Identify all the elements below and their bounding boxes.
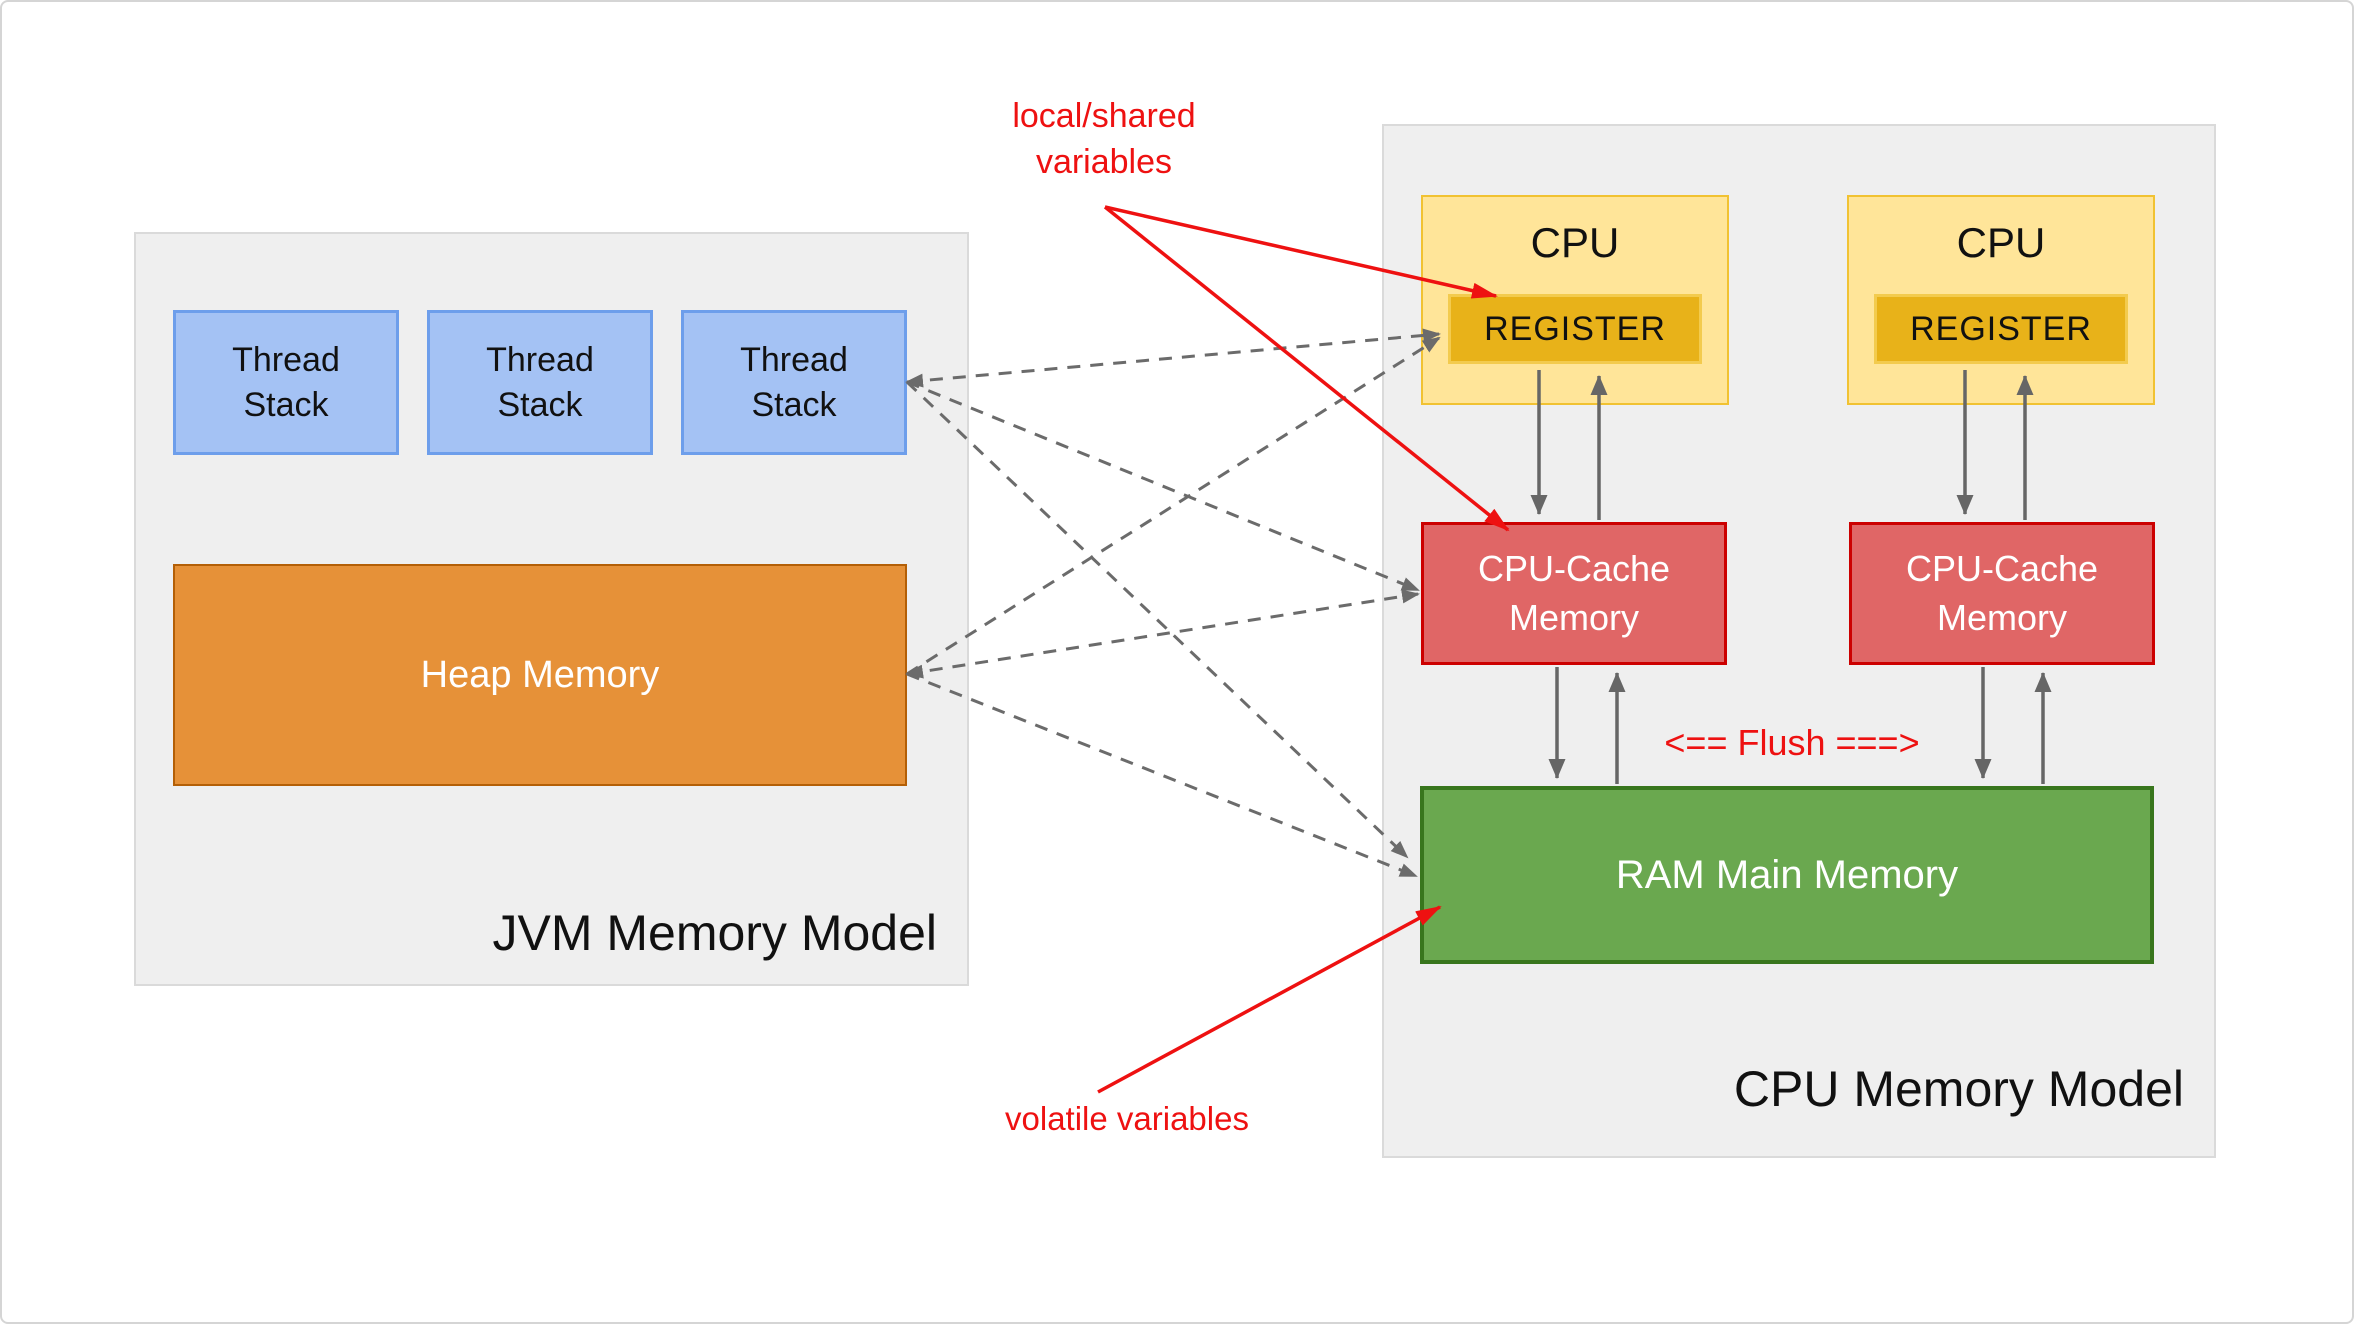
cpu-box-2: CPU REGISTER [1847,195,2155,405]
cpu-cache-memory-box-1: CPU-Cache Memory [1421,522,1727,665]
cpu-panel-title: CPU Memory Model [1733,1061,2184,1117]
cpu-cache-label: CPU-Cache Memory [1905,547,2099,638]
ram-main-memory-label: RAM Main Memory [1615,852,1959,897]
dashed-connector-heap-cache [905,589,1420,679]
ram-main-memory-box: RAM Main Memory [1420,786,2154,964]
volatile-variables-annotation: volatile variables [1005,1100,1249,1137]
thread-stack-label: Thread Stack [486,341,594,424]
dashed-connector-heap-register [906,336,1441,676]
register-box-1: REGISTER [1448,294,1702,364]
cpu-cache-label: CPU-Cache Memory [1477,547,1671,638]
register-label: REGISTER [1484,309,1666,348]
local-shared-variables-annotation: local/shared variables [1012,97,1196,181]
cpu-box-1: CPU REGISTER [1421,195,1729,405]
jvm-panel-title: JVM Memory Model [492,905,937,961]
register-label: REGISTER [1910,309,2092,348]
flush-annotation: <== Flush ===> [1664,722,1920,763]
thread-stack-label: Thread Stack [740,341,848,424]
cpu-label: CPU [1956,219,2046,266]
heap-memory-label: Heap Memory [420,653,660,696]
thread-stack-box-1: Thread Stack [173,310,399,455]
dashed-connector-heap-ram [906,672,1418,878]
dashed-connector-ts-ram [905,380,1409,859]
thread-stack-box-2: Thread Stack [427,310,653,455]
cpu-cache-memory-box-2: CPU-Cache Memory [1849,522,2155,665]
thread-stack-box-3: Thread Stack [681,310,907,455]
heap-memory-box: Heap Memory [173,564,907,786]
register-box-2: REGISTER [1874,294,2128,364]
thread-stack-label: Thread Stack [232,341,340,424]
dashed-connector-ts-cache [906,380,1420,592]
cpu-label: CPU [1530,219,1620,266]
dashed-connector-ts-register [905,328,1441,388]
